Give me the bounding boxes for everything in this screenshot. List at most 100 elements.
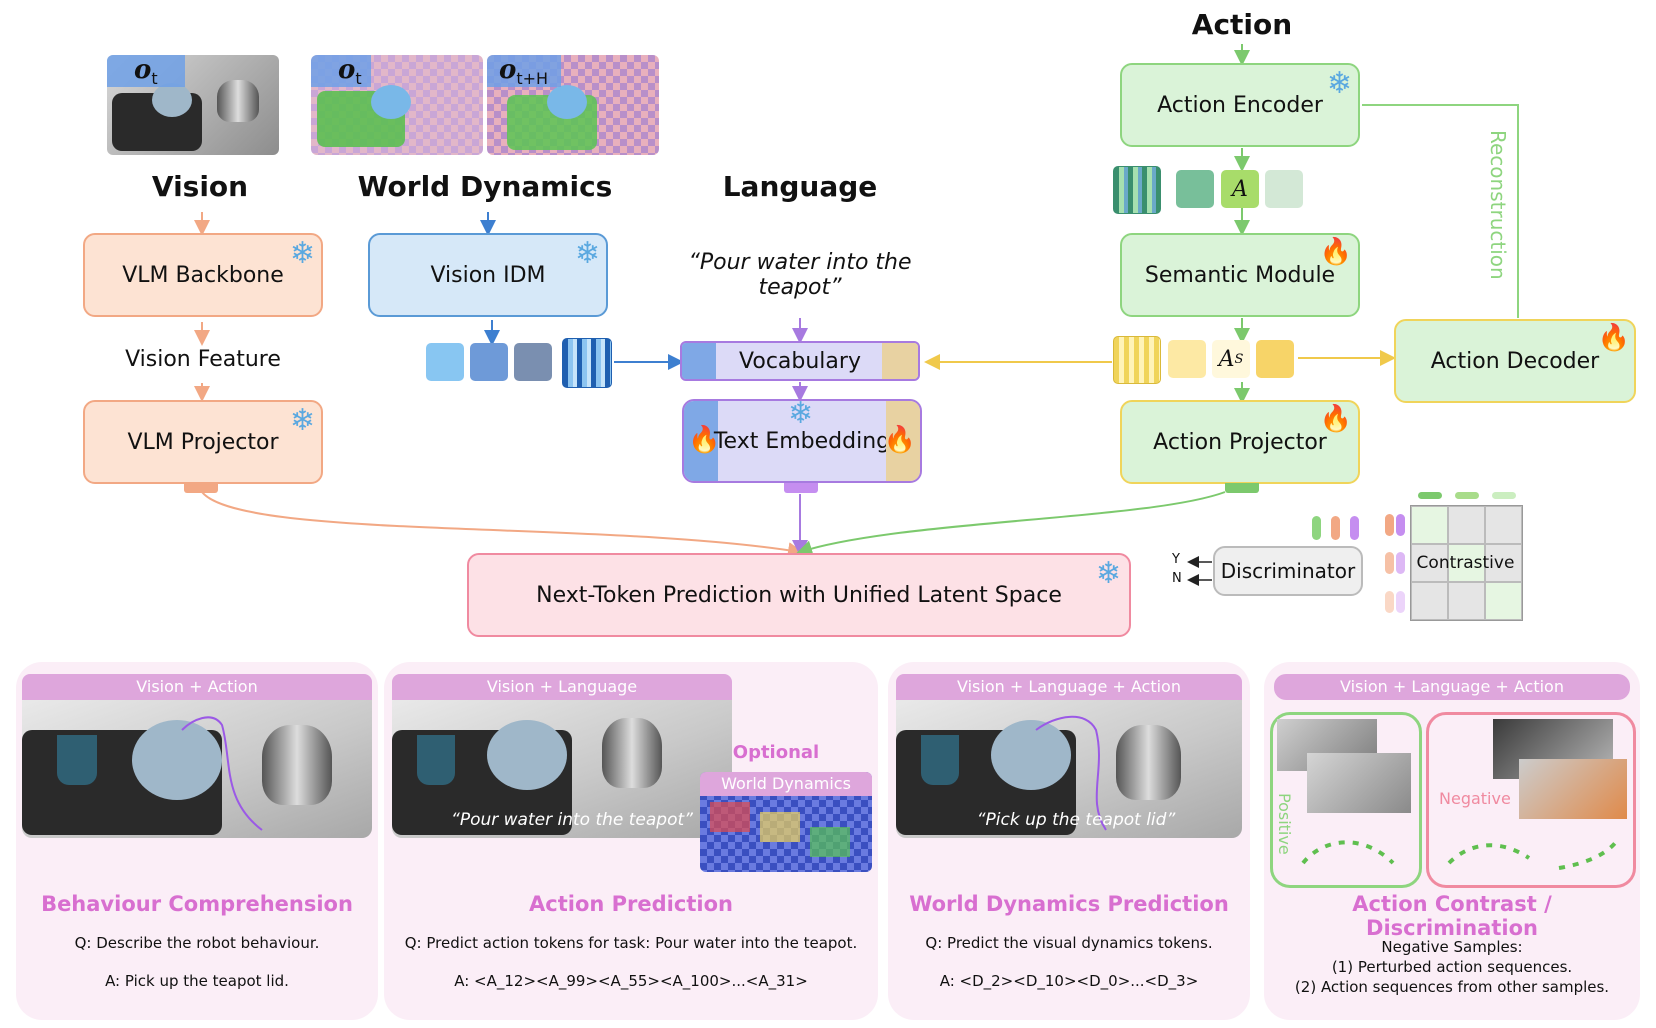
discriminator-box: Discriminator [1213,546,1363,596]
flame-icon: 🔥 [1597,323,1630,353]
panel-title: World Dynamics Prediction [909,892,1229,916]
ot-label-2: o [338,55,356,85]
action-decoder-box: Action Decoder 🔥 [1394,319,1636,403]
positive-image-2 [1307,753,1411,813]
contrastive-label: Contrastive [1416,553,1515,573]
panel-quote: “Pour water into the teapot” [451,810,693,830]
panel-scene-image: “Pour water into the teapot” [392,700,732,838]
world-dynamics-tag: World Dynamics [700,772,872,796]
negative-label: Negative [1439,789,1511,808]
grid-row-1 [1385,514,1394,536]
flame-icon: 🔥 [883,425,916,455]
panel-title: Behaviour Comprehension [41,892,353,916]
vision-idm-box: Vision IDM ❄ [368,233,608,317]
action-codebook-cube-icon [1113,166,1161,214]
panel-answer: A: <A_12><A_99><A_55><A_100>...<A_31> [454,972,808,990]
vlm-projector-box: VLM Projector ❄ [83,400,323,484]
grid-row-3 [1385,591,1394,613]
vision-observation-image: ot [107,55,279,155]
token-as-sup: S [1234,351,1244,367]
positive-box: Positive [1270,712,1422,888]
grid-row-2 [1385,552,1394,574]
world-token-2 [470,343,508,381]
panel-tag: Vision + Action [22,674,372,700]
grid-row-1b [1396,514,1405,536]
discriminator-label: Discriminator [1220,559,1356,583]
semantic-codebook-cube-icon [1113,336,1161,384]
panel-scene-image: “Pick up the teapot lid” [896,700,1242,838]
world-codebook-cube-icon [562,338,612,388]
text-embedding-label: Text Embedding [713,428,891,454]
panel-question: Q: Predict the visual dynamics tokens. [925,934,1213,952]
semantic-module-box: Semantic Module 🔥 [1120,233,1360,317]
oth-label: o [499,55,517,85]
n-label: N [1172,571,1182,586]
vlm-projector-label: VLM Projector [127,429,279,455]
action-projector-box: Action Projector 🔥 [1120,400,1360,484]
world-ot-image: ot [311,55,483,155]
vision-token-tab [184,483,218,493]
language-token-tab [784,483,818,493]
disc-bar-green [1312,516,1321,540]
panel-title: Action Prediction [529,892,733,916]
reconstruction-label: Reconstruction [1486,130,1510,280]
snowflake-icon: ❄ [574,236,600,271]
panel-behaviour-comprehension: Vision + Action Behaviour Comprehension … [16,662,378,1020]
snowflake-icon: ❄ [289,403,315,438]
y-label: Y [1172,552,1180,567]
ot-sub: t [151,69,158,89]
grid-head-1 [1418,492,1442,499]
panel-tag: Vision + Language [392,674,732,700]
instruction-text: “Pour water into the teapot” [688,250,912,300]
snowflake-icon: ❄ [289,236,315,271]
flame-icon: 🔥 [1319,404,1352,434]
snowflake-icon: ❄ [788,396,814,431]
panel-tag: Vision + Language + Action [1274,674,1630,700]
world-oth-image: ot+H [487,55,659,155]
world-dynamics-inset: World Dynamics [700,772,872,872]
action-title: Action [1191,8,1293,41]
vocabulary-label: Vocabulary [739,348,861,374]
action-token-a: A [1221,170,1259,208]
panel-action-contrast: Vision + Language + Action Positive Nega… [1264,662,1640,1020]
negative-image-2 [1519,759,1627,819]
panel-world-dynamics-prediction: Vision + Language + Action “Pick up the … [888,662,1250,1020]
semantic-module-label: Semantic Module [1144,262,1336,288]
oth-sub: t+H [516,69,549,89]
snowflake-icon: ❄ [1095,556,1121,591]
ot-label: o [134,55,152,85]
flame-icon: 🔥 [1319,237,1352,267]
token-as-label: A [1218,346,1235,372]
action-encoder-box: Action Encoder ❄ [1120,63,1360,147]
panel-title: Action Contrast / Discrimination [1352,892,1552,940]
contrastive-grid [1410,505,1523,621]
vision-title: Vision [151,170,249,203]
world-dynamics-title: World Dynamics [357,170,613,203]
panel-tag: Vision + Language + Action [896,674,1242,700]
action-decoder-label: Action Decoder [1430,348,1600,374]
language-title: Language [722,170,878,203]
grid-head-2 [1455,492,1479,499]
vlm-backbone-label: VLM Backbone [122,262,284,288]
negative-sample-2: (2) Action sequences from other samples. [1294,978,1610,996]
grid-row-3b [1396,591,1405,613]
text-embedding-box: 🔥 Text Embedding 🔥 ❄ [682,399,922,483]
vlm-backbone-box: VLM Backbone ❄ [83,233,323,317]
grid-row-2b [1396,552,1405,574]
next-token-prediction-box: Next-Token Prediction with Unified Laten… [467,553,1131,637]
action-encoder-label: Action Encoder [1157,92,1323,118]
vocabulary-box: Vocabulary [680,341,920,381]
vision-feature-label: Vision Feature [125,347,281,372]
negative-sample-1: (1) Perturbed action sequences. [1331,958,1573,976]
disc-bar-purple [1350,516,1359,540]
panel-answer: A: <D_2><D_10><D_0>...<D_3> [939,972,1199,990]
optional-label: Optional [732,742,820,763]
panel-question: Q: Describe the robot behaviour. [74,934,320,952]
panel-action-prediction: Vision + Language “Pour water into the t… [384,662,878,1020]
negative-samples-header: Negative Samples: [1381,938,1523,956]
panel-question: Q: Predict action tokens for task: Pour … [404,934,858,952]
snowflake-icon: ❄ [1326,66,1352,101]
ot-sub-2: t [355,69,362,89]
